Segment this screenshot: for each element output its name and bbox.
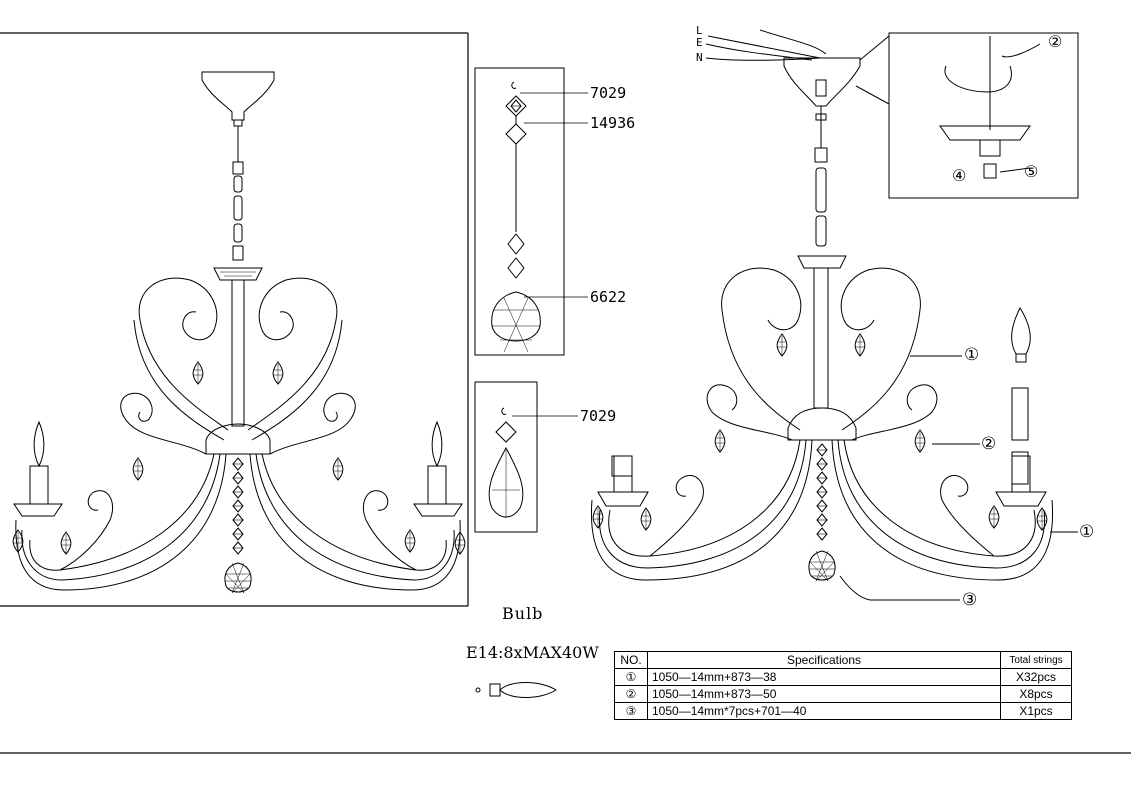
row-spec: 1050—14mm+873—38 xyxy=(647,668,1001,686)
row-total: X32pcs xyxy=(1000,668,1072,686)
wire-label-e: E xyxy=(696,36,703,49)
header-total-strings: Total strings xyxy=(1000,651,1072,669)
specification-table: NO. Specifications Total strings ① 1050—… xyxy=(614,651,1072,720)
table-row: ① 1050—14mm+873—38 X32pcs xyxy=(614,668,1072,686)
part-label-6622: 6622 xyxy=(590,288,627,306)
row-total: X8pcs xyxy=(1000,685,1072,703)
assembly-view-chandelier xyxy=(590,29,1079,601)
row-total: X1pcs xyxy=(1000,702,1072,720)
step-marker-5: ⑤ xyxy=(1024,162,1039,181)
table-row: ② 1050—14mm+873—50 X8pcs xyxy=(614,685,1072,703)
wire-label-l: L xyxy=(696,24,703,37)
crystal-string-detail-long xyxy=(474,67,588,356)
crystal-string-detail-short xyxy=(474,381,578,533)
part-label-7029: 7029 xyxy=(590,84,627,102)
row-spec: 1050—14mm*7pcs+701—40 xyxy=(647,702,1001,720)
part-label-7029-short: 7029 xyxy=(580,407,617,425)
callout-3: ③ xyxy=(962,590,978,610)
bulb-spec: E14:8xMAX40W xyxy=(466,643,599,662)
header-specifications: Specifications xyxy=(647,651,1001,669)
header-no: NO. xyxy=(614,651,648,669)
wire-label-n: N xyxy=(696,51,703,64)
spec-table-header-row: NO. Specifications Total strings xyxy=(614,651,1072,669)
row-spec: 1050—14mm+873—50 xyxy=(647,685,1001,703)
row-no: ② xyxy=(614,685,648,703)
table-row: ③ 1050—14mm*7pcs+701—40 X1pcs xyxy=(614,702,1072,720)
step-marker-2: ② xyxy=(1048,32,1063,51)
row-no: ③ xyxy=(614,702,648,720)
row-no: ① xyxy=(614,668,648,686)
part-label-14936: 14936 xyxy=(590,114,636,132)
callout-2: ② xyxy=(981,434,997,454)
front-view-chandelier xyxy=(12,71,466,594)
step-marker-4: ④ xyxy=(952,166,967,185)
bulb-title: Bulb xyxy=(502,604,544,623)
callout-1-upper: ① xyxy=(964,345,980,365)
callout-1-lower: ① xyxy=(1079,522,1095,542)
bulb-icon xyxy=(475,682,557,698)
